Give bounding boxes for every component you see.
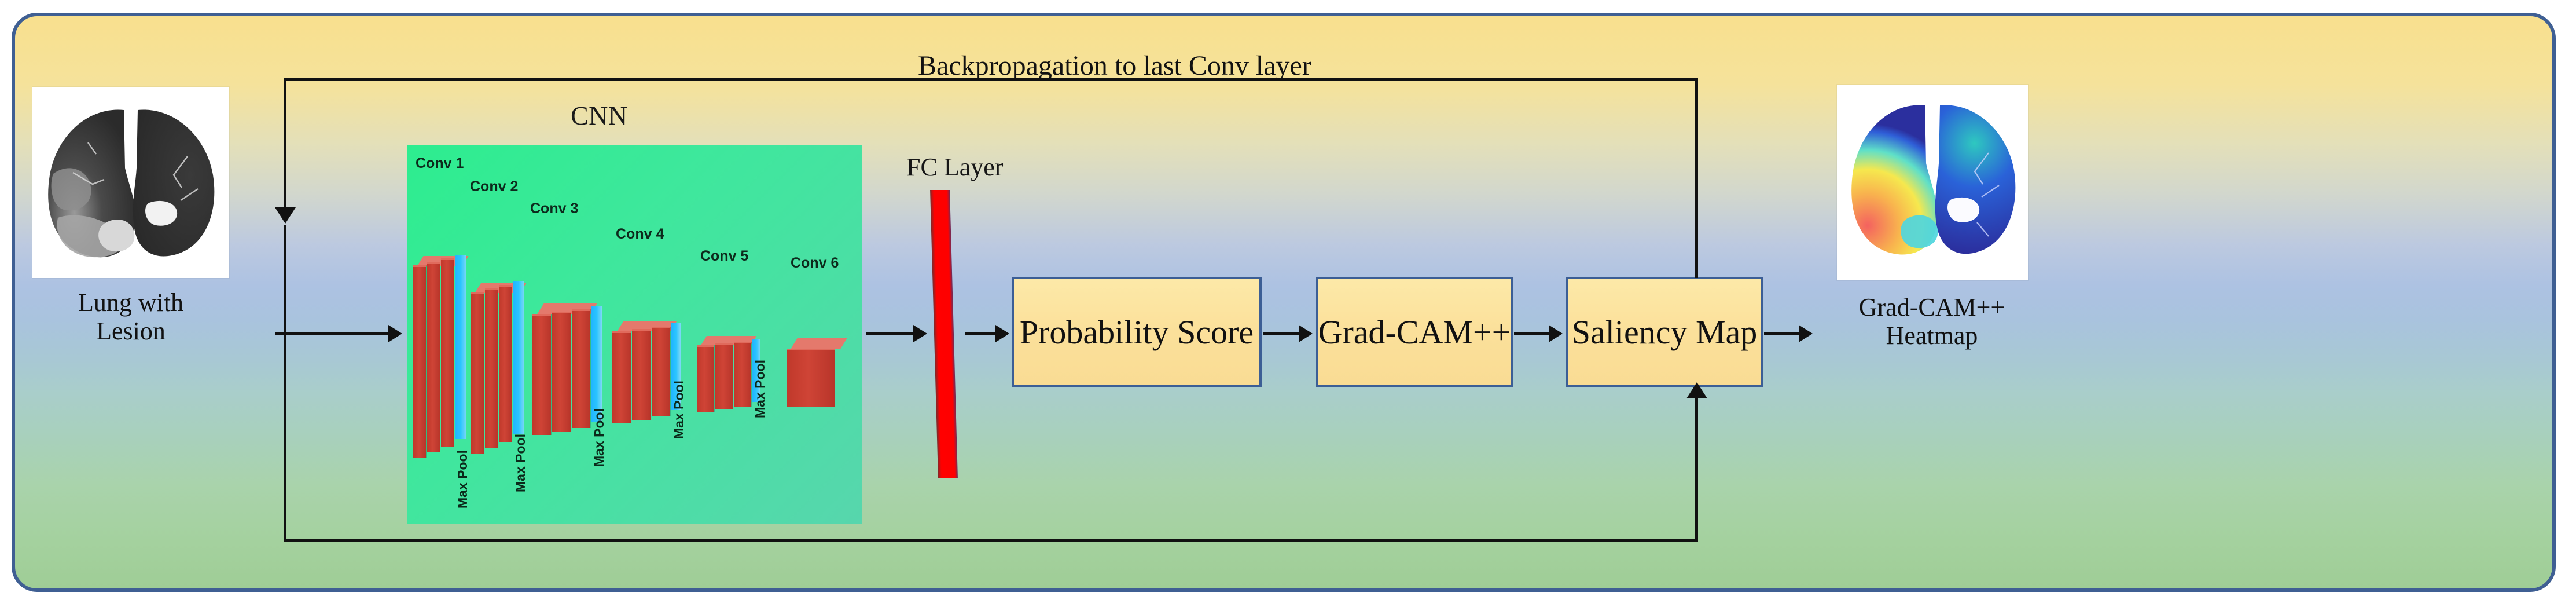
diagram-frame: Lung with Lesion CNN Conv 1 Max Pool Con… xyxy=(12,13,2556,592)
conv2-block-3 xyxy=(499,285,512,442)
pool-label-3: Max Pool xyxy=(591,408,607,467)
arrow-saliency-to-output-head xyxy=(1799,325,1813,342)
arrow-gradcam-to-saliency-line xyxy=(1514,332,1552,335)
fc-layer-label: FC Layer xyxy=(906,153,1004,181)
arrow-cnn-to-fc-head xyxy=(913,325,927,342)
backprop-top-line xyxy=(284,78,1698,81)
conv4-block-3 xyxy=(652,327,670,416)
backpropagation-label: Backpropagation to last Conv layer xyxy=(918,50,1311,81)
feedback-arrow-into-gradcam xyxy=(1686,382,1707,398)
conv3-block-3 xyxy=(572,309,590,428)
conv2-block-1 xyxy=(471,292,484,454)
fc-layer-bar xyxy=(930,190,958,478)
arrow-fc-to-prob-head xyxy=(995,325,1009,342)
input-caption-line-1: Lung with xyxy=(78,288,184,317)
conv1-block-1 xyxy=(413,265,426,458)
conv5-block-2 xyxy=(715,343,733,409)
conv4-maxpool-fin xyxy=(671,323,681,410)
arrow-gradcam-to-saliency-head xyxy=(1549,325,1563,342)
arrow-prob-to-gradcam-head xyxy=(1299,325,1313,342)
conv3-maxpool-fin xyxy=(591,306,602,422)
conv5-block-1 xyxy=(697,345,714,412)
arrow-input-to-cnn-line xyxy=(275,332,391,335)
conv6-block-top xyxy=(791,338,847,349)
output-caption-line-2: Heatmap xyxy=(1886,321,1978,350)
pool-label-5: Max Pool xyxy=(752,360,767,418)
box-grad-cam-plus-plus[interactable]: Grad-CAM++ xyxy=(1316,277,1513,387)
output-caption-line-1: Grad-CAM++ xyxy=(1858,293,2005,321)
backprop-left-drop xyxy=(284,78,286,211)
cnn-title: CNN xyxy=(571,101,628,130)
input-image-card xyxy=(32,87,229,278)
box-grad-cam-plus-plus-label: Grad-CAM++ xyxy=(1318,313,1511,351)
pool-label-2: Max Pool xyxy=(513,434,528,492)
lung-ct-image xyxy=(32,87,229,278)
gradcam-heatmap-image xyxy=(1837,85,2028,280)
box-probability-score[interactable]: Probability Score xyxy=(1012,277,1262,387)
conv-label-1: Conv 1 xyxy=(416,155,464,171)
input-caption-line-2: Lesion xyxy=(96,317,166,346)
conv5-block-3 xyxy=(734,342,751,407)
box-probability-score-label: Probability Score xyxy=(1019,313,1254,351)
arrow-input-to-cnn-head xyxy=(388,325,402,342)
conv4-block-1 xyxy=(612,331,631,423)
conv-label-2: Conv 2 xyxy=(470,178,519,195)
backprop-right-drop xyxy=(1695,78,1698,278)
conv1-block-3 xyxy=(441,258,454,447)
conv3-block-1 xyxy=(532,314,551,435)
arrow-fc-to-prob-line xyxy=(965,332,999,335)
conv-label-4: Conv 4 xyxy=(616,226,664,242)
conv4-block-2 xyxy=(632,329,651,420)
arrow-prob-to-gradcam-line xyxy=(1263,332,1302,335)
conv5-maxpool-fin xyxy=(752,339,760,402)
backprop-arrow-into-conv6 xyxy=(275,207,296,224)
feedback-left-vertical xyxy=(284,225,286,542)
conv3-block-2 xyxy=(552,312,571,432)
box-saliency-map[interactable]: Saliency Map xyxy=(1566,277,1763,387)
feedback-right-rise xyxy=(1695,398,1698,541)
conv2-block-2 xyxy=(485,288,498,448)
output-image-caption: Grad-CAM++ Heatmap xyxy=(1805,293,2059,350)
conv-label-6: Conv 6 xyxy=(791,255,839,271)
conv-label-5: Conv 5 xyxy=(700,248,749,264)
arrow-saliency-to-output-line xyxy=(1764,332,1802,335)
conv2-maxpool-fin xyxy=(513,281,524,434)
cnn-panel: Conv 1 Max Pool Conv 2 Max Pool Conv 3 M… xyxy=(407,145,862,524)
pool-label-4: Max Pool xyxy=(671,381,686,439)
input-image-caption: Lung with Lesion xyxy=(21,288,241,346)
conv1-maxpool-fin xyxy=(455,255,466,439)
output-image-card xyxy=(1837,85,2028,280)
feedback-bottom-line xyxy=(284,539,1698,542)
conv1-block-2 xyxy=(427,262,440,452)
pool-label-1: Max Pool xyxy=(455,450,470,509)
box-saliency-map-label: Saliency Map xyxy=(1571,313,1758,351)
conv-label-3: Conv 3 xyxy=(530,200,579,217)
arrow-cnn-to-fc-line xyxy=(866,332,917,335)
conv6-block xyxy=(787,349,835,407)
